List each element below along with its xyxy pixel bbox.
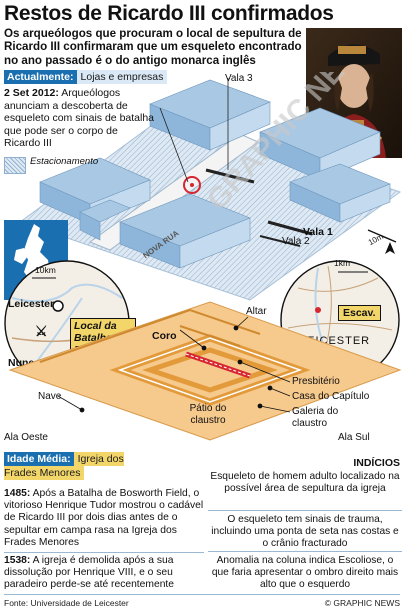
indicio-3: Anomalia na coluna indica Escoliose, o q…: [211, 555, 399, 590]
label-presbiterio: Presbitério: [292, 376, 340, 387]
history-1485-year: 1485:: [4, 488, 31, 499]
history-1538-year: 1538:: [4, 555, 31, 566]
label-patio: Pátio do claustro: [189, 403, 227, 426]
footer-divider: [4, 594, 400, 595]
history-1485: 1485: Após a Batalha de Bosworth Field, …: [4, 488, 204, 549]
label-casa-capitulo: Casa do Capítulo: [292, 391, 370, 402]
history-divider: [4, 552, 204, 553]
indicio-2: O esqueleto tem sinais de trauma, inclui…: [211, 514, 399, 549]
label-altar: Altar: [246, 306, 267, 317]
parking-swatch: [4, 157, 26, 174]
label-leicester: Leicester: [8, 298, 55, 310]
history-1538-text: A igreja é demolida após a sua dissoluçã…: [4, 555, 175, 591]
footer-source: Fonte: Universidade de Leicester: [4, 598, 129, 608]
label-vala1: Vala 1: [303, 226, 333, 238]
uk-map-scale: 10km: [35, 265, 56, 275]
label-ala-oeste: Ala Oeste: [4, 432, 48, 443]
crossed-swords-icon: ⚔: [35, 323, 48, 339]
announcement-date: 2 Set 2012:: [4, 87, 59, 99]
page-title: Restos de Ricardo III confirmados: [4, 2, 334, 25]
legend-medieval-label: Idade Média:: [4, 452, 74, 466]
indicio-1: Esqueleto de homem adulto localizado na …: [210, 471, 400, 494]
legend-actual-label: Actualmente:: [4, 70, 77, 84]
history-1485-text: Após a Batalha de Bosworth Field, o vito…: [4, 488, 204, 548]
legend-medieval: Idade Média:Igreja dos Frades Menores: [4, 452, 152, 480]
announcement-text: Arqueólogos anunciam a descoberta de esq…: [4, 87, 155, 150]
announcement: 2 Set 2012: Arqueólogos anunciam a desco…: [4, 87, 154, 150]
church-reconstruction: [8, 301, 402, 441]
intro-text: Os arqueólogos que procuram o local de s…: [4, 27, 302, 67]
label-vala3: Vala 3: [225, 73, 253, 84]
label-coro: Coro: [152, 330, 177, 342]
indicios-divider: [208, 551, 402, 552]
label-galeria: Galeria do claustro: [292, 406, 339, 429]
label-nave: Nave: [38, 391, 62, 402]
label-ala-sul: Ala Sul: [338, 432, 370, 443]
label-vala2: Vala 2: [282, 236, 310, 247]
legend-actual: Actualmente:Lojas e empresas: [4, 70, 168, 84]
city-map-scale: 1km: [334, 258, 351, 268]
footer-copyright: © GRAPHIC NEWS: [324, 598, 400, 608]
history-1538: 1538: A igreja é demolida após a sua dis…: [4, 555, 204, 592]
label-excavation: Escav.: [338, 305, 381, 321]
indicios-divider: [208, 510, 402, 511]
site-aerial-view: GRAPHIC NEWS: [18, 72, 402, 301]
parking-label: Estacionamento: [30, 156, 99, 167]
indicios-heading: INDÍCIOS: [353, 457, 400, 469]
legend-actual-value: Lojas e empresas: [76, 70, 168, 84]
